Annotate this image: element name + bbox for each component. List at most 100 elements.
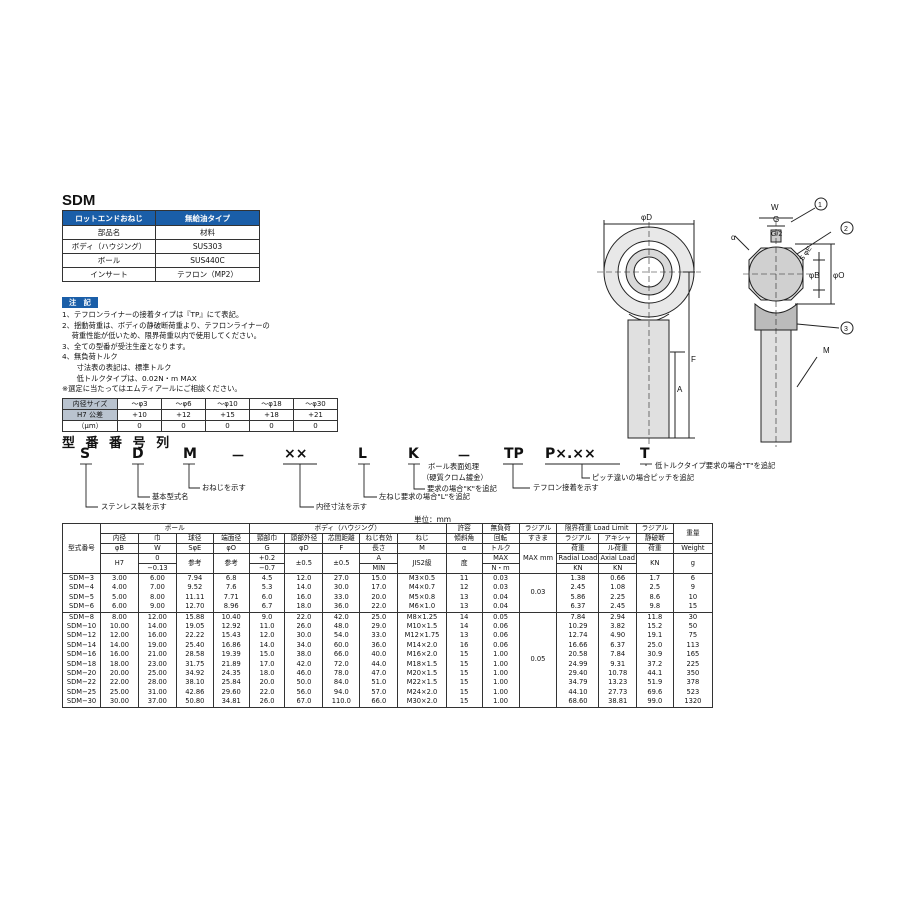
- table-cell: 51.9: [635, 678, 674, 688]
- table-cell: SDM−6: [62, 602, 101, 613]
- table-cell: 0.04: [481, 592, 520, 603]
- table-cell: 1.00: [481, 650, 520, 660]
- table-cell: 19.00: [137, 640, 177, 651]
- label-bore: 内径寸法を示す: [316, 502, 368, 511]
- table-cell: 66.0: [359, 697, 399, 708]
- table-cell: 99.0: [635, 697, 674, 708]
- table-cell: 15: [445, 687, 483, 698]
- label-surface3: 要求の場合"K"を追記: [427, 484, 497, 493]
- label-male: おねじを示す: [202, 483, 246, 492]
- table-cell: 20.00: [99, 669, 139, 679]
- header-radial: KN: [556, 563, 600, 574]
- header-neck: G: [248, 543, 286, 554]
- table-cell: 26.0: [248, 697, 286, 708]
- table-cell: 15: [445, 678, 483, 688]
- header-torque: MAX: [481, 553, 520, 564]
- table-cell: 8.6: [635, 592, 674, 603]
- header-tilt: 傾斜角: [445, 533, 483, 544]
- header-static: 静破断: [635, 533, 674, 544]
- header-thread-len: 長さ: [359, 543, 399, 554]
- table-cell: 8.96: [212, 602, 250, 613]
- table-cell: 0.06: [481, 622, 520, 632]
- model-char-s: S: [80, 446, 91, 462]
- model-char-pitch: P×.××: [545, 446, 596, 462]
- table-cell: 16.00: [137, 631, 177, 641]
- model-char-size: ××: [284, 446, 308, 462]
- header-weight: Weight: [672, 543, 714, 554]
- table-cell: M16×2.0: [397, 650, 447, 660]
- table-cell: 21.00: [137, 650, 177, 660]
- table-cell: M5×0.8: [397, 592, 447, 603]
- tolerance-table: 内径サイズ ～φ3 ～φ6 ～φ10 ～φ18 ～φ30 H7 公差 +10 +…: [62, 398, 338, 432]
- table-cell: 19.05: [175, 622, 214, 632]
- table-cell: M22×1.5: [397, 678, 447, 688]
- notes-section: 注 記 1、テフロンライナーの接着タイプは『TP』にて表記。 2、揺動荷重は、ボ…: [62, 297, 322, 395]
- dim-label: M: [823, 346, 830, 355]
- table-cell: SDM−12: [62, 631, 101, 641]
- table-cell: 6.37: [598, 640, 637, 651]
- note-line: 3、全ての型番が受注生産となります。: [62, 341, 190, 351]
- material-table: ロットエンドおねじ 無給油タイプ 部品名 材料 ボディ（ハウジング） SUS30…: [62, 210, 260, 282]
- table-cell: SDM−30: [62, 697, 101, 708]
- table-cell: 1.00: [481, 678, 520, 688]
- table-cell: 2.25: [598, 592, 637, 603]
- table-cell: 12.70: [175, 602, 214, 613]
- table-cell: 29.0: [359, 622, 399, 632]
- balloon-2: [840, 221, 854, 235]
- table-cell: 16.86: [212, 640, 250, 651]
- header-torque: 無負荷: [481, 523, 520, 534]
- table-cell: 6.00: [99, 602, 139, 613]
- table-cell: M18×1.5: [397, 659, 447, 670]
- header-end: 参考: [212, 553, 250, 574]
- table-cell: 24.35: [212, 669, 250, 679]
- header-static: ラジアル: [635, 523, 674, 534]
- table-cell: 7.71: [212, 592, 250, 603]
- table-cell: 19.1: [635, 631, 674, 641]
- table-cell: 12: [445, 583, 483, 593]
- table-cell: M24×2.0: [397, 687, 447, 698]
- table-cell: 22.00: [99, 678, 139, 688]
- header-weight: g: [672, 553, 714, 574]
- table-cell: 20.0: [359, 592, 399, 603]
- table-cell: 10.78: [598, 669, 637, 679]
- header-thread-len: ねじ有効: [359, 533, 399, 544]
- table-cell: 16.66: [556, 640, 600, 651]
- header-end: φO: [212, 543, 250, 554]
- table-cell: 1.00: [481, 687, 520, 698]
- table-cell: 22.0: [284, 611, 324, 623]
- model-code-title: 型 番 番 号 列: [62, 436, 173, 451]
- table-cell: 57.0: [359, 687, 399, 698]
- table-cell: 24.99: [556, 659, 600, 670]
- table-cell: 4.90: [598, 631, 637, 641]
- model-char-t: T: [640, 446, 650, 462]
- table-cell: 7.6: [212, 583, 250, 593]
- material-header-right: 無給油タイプ: [155, 210, 260, 226]
- table-cell: 523: [672, 687, 714, 698]
- model-char-l: L: [358, 446, 367, 462]
- dim-label: A: [677, 385, 683, 394]
- tol-header: （μm）: [62, 420, 118, 432]
- header-thread-len: MIN: [359, 563, 399, 574]
- table-cell: 44.0: [359, 659, 399, 670]
- note-line: ※選定に当たってはエムティアールにご相談ください。: [62, 384, 242, 394]
- table-cell: 0.04: [481, 602, 520, 613]
- header-bore: φB: [99, 543, 139, 554]
- table-cell: 6.7: [248, 602, 286, 613]
- table-cell: 30.00: [99, 697, 139, 708]
- material-header-left: ロットエンドおねじ: [62, 210, 156, 226]
- table-cell: M20×1.5: [397, 669, 447, 679]
- table-cell: 42.86: [175, 687, 214, 698]
- table-cell: 22.22: [175, 631, 214, 641]
- dim-label: W: [771, 203, 779, 212]
- header-torque: 回転: [481, 533, 520, 544]
- unit-label: 単位：mm: [414, 515, 452, 524]
- header-torque: N・m: [481, 563, 520, 574]
- table-cell: 7.94: [175, 573, 214, 584]
- header-center: F: [322, 543, 361, 554]
- table-cell: 7.00: [137, 583, 177, 593]
- dim-label: F: [691, 355, 696, 364]
- header-static: 荷重: [635, 543, 674, 554]
